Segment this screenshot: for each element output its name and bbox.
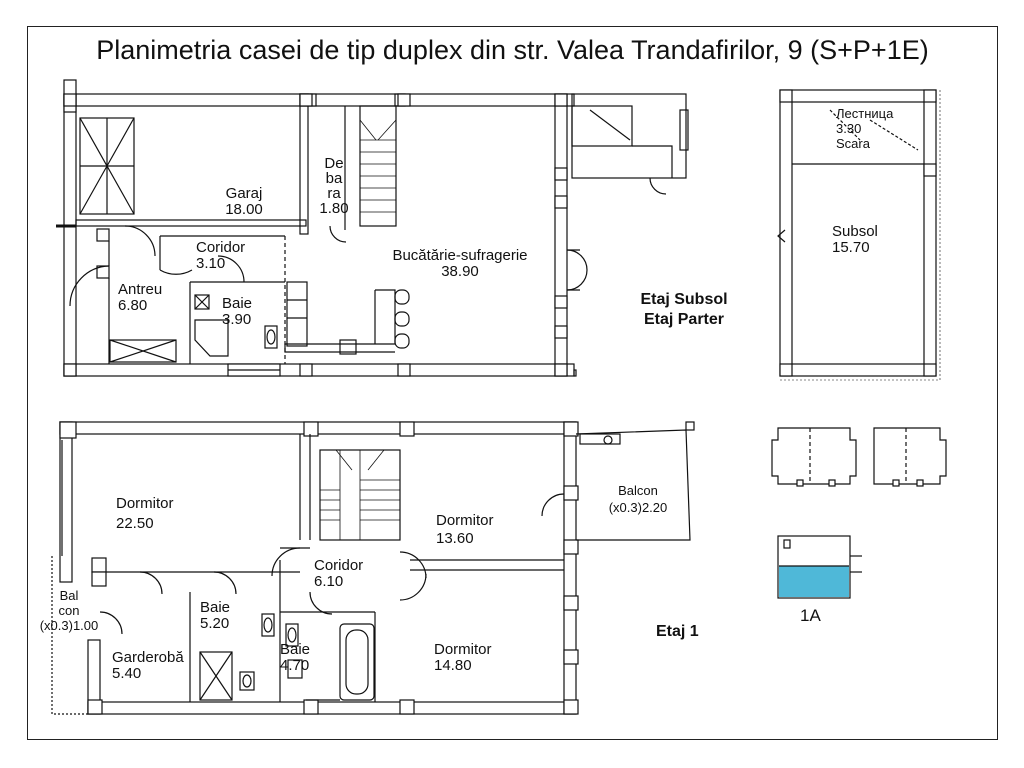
room-label-balcon: Balcon (x0.3)2.20	[608, 483, 668, 515]
drawing-frame	[27, 26, 998, 740]
room-label-dormitor-1: Dormitor 22.50	[116, 495, 174, 532]
room-label-baie-first-2: Baie 4.70	[280, 641, 311, 674]
level-label-first: Etaj 1	[656, 623, 699, 640]
room-label-baie-ground: Baie 3.90	[222, 295, 253, 328]
plan-title: Planimetria casei de tip duplex din str.…	[96, 35, 929, 65]
room-label-debara: De ba ra 1.80	[319, 155, 349, 217]
level-label-ground: Etaj Subsol Etaj Parter	[640, 291, 728, 328]
room-label-dormitor-2: Dormitor 13.60	[436, 512, 494, 547]
room-label-subsol: Subsol 15.70	[832, 223, 878, 256]
room-label-coridor-first: Coridor 6.10	[314, 557, 364, 590]
room-label-coridor-ground: Coridor 3.10	[196, 239, 246, 272]
ground-floor-walls	[63, 79, 577, 377]
room-label-garaj: Garaj 18.00	[225, 185, 263, 218]
room-label-dormitor-3: Dormitor 14.80	[434, 641, 492, 674]
room-label-balcon-small: Bal con (x0.3)1.00	[39, 588, 99, 633]
room-label-baie-first-1: Baie 5.20	[200, 599, 231, 632]
room-label-stair-basement: Лестница 3.30 Scara	[836, 106, 894, 151]
unit-1a-highlight	[779, 566, 849, 597]
unit-label: 1A	[800, 606, 821, 625]
room-label-antreu: Antreu 6.80	[118, 281, 163, 314]
room-label-bucatarie: Bucătărie-sufragerie 38.90	[392, 247, 528, 280]
room-label-garderoba: Garderobă 5.40	[112, 649, 184, 682]
